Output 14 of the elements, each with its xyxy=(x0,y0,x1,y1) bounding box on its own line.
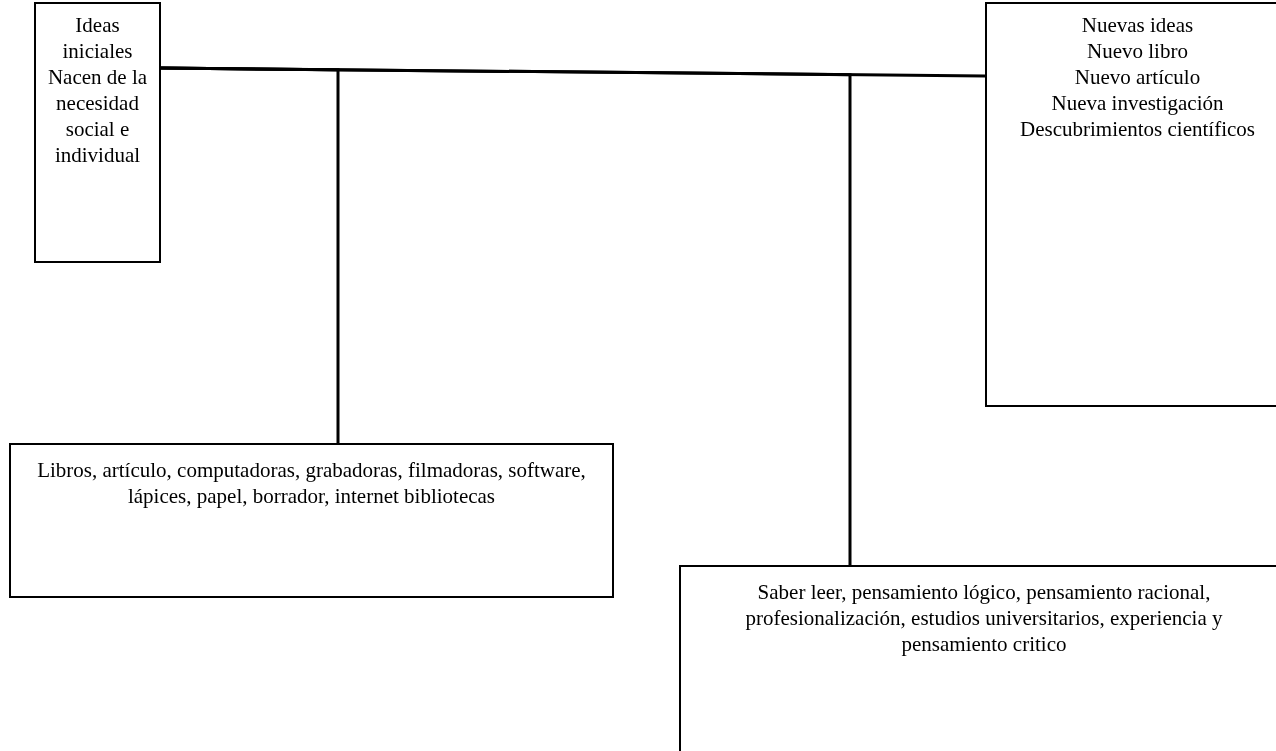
box-text: Saber leer, pensamiento lógico, pensamiento racional, profesionalización, estudios universitarios, experiencia y pensamiento critico xyxy=(744,579,1224,657)
box-text: Nuevo libro xyxy=(1087,38,1188,64)
connector-line xyxy=(161,66,852,565)
text-box xyxy=(985,2,1276,407)
text-box xyxy=(9,443,614,598)
box-text: Nueva investigación xyxy=(1051,90,1224,116)
box-text: Nuevas ideas xyxy=(1081,12,1194,38)
box-text: Descubrimientos científicos xyxy=(1020,116,1255,142)
box-text: Nuevo artículo xyxy=(1074,64,1201,90)
box-text: Nacen de la necesidad social e individual xyxy=(46,64,149,168)
text-box xyxy=(679,565,1276,751)
box-text: Ideas iniciales xyxy=(61,12,134,64)
text-box xyxy=(34,2,161,263)
box-text: Libros, artículo, computadoras, grabadoras, filmadoras, software, lápices, papel, borrador, internet bibliotecas xyxy=(36,457,587,509)
